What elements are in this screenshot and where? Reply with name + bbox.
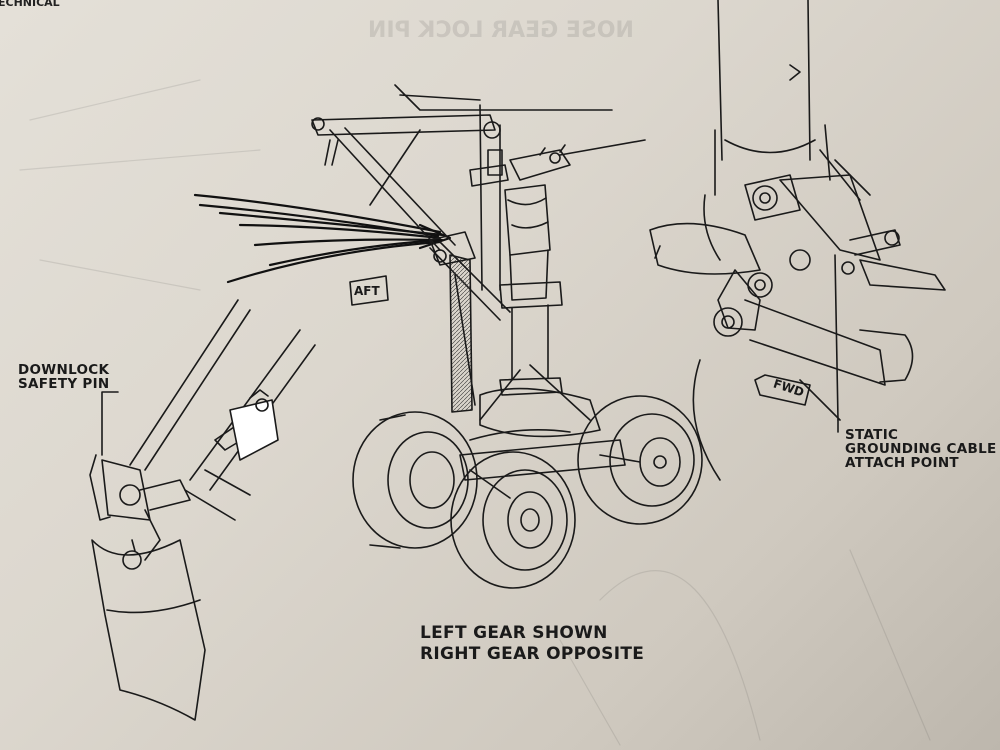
axle-assembly [459, 429, 641, 499]
aft-tag-frame [349, 275, 389, 306]
front-wheel [450, 451, 576, 589]
gear-caption: LEFT GEAR SHOWN RIGHT GEAR OPPOSITE [420, 623, 645, 665]
page-header: ECHNICAL [0, 0, 60, 9]
left-rear-wheel [352, 411, 478, 549]
main-gear-strut [311, 84, 646, 438]
right-rear-wheel [577, 395, 703, 525]
marker-scribble [193, 193, 452, 284]
static-ground-detail [649, 0, 946, 481]
fwd-tag-frame [754, 374, 811, 406]
aft-arrow-tag: AFT [354, 284, 380, 298]
downlock-detail-drawing [89, 299, 316, 721]
downlock-safety-pin-label: DOWNLOCK SAFETY PIN [18, 362, 110, 393]
static-grounding-cable-label: STATIC GROUNDING CABLE ATTACH POINT [845, 427, 997, 472]
